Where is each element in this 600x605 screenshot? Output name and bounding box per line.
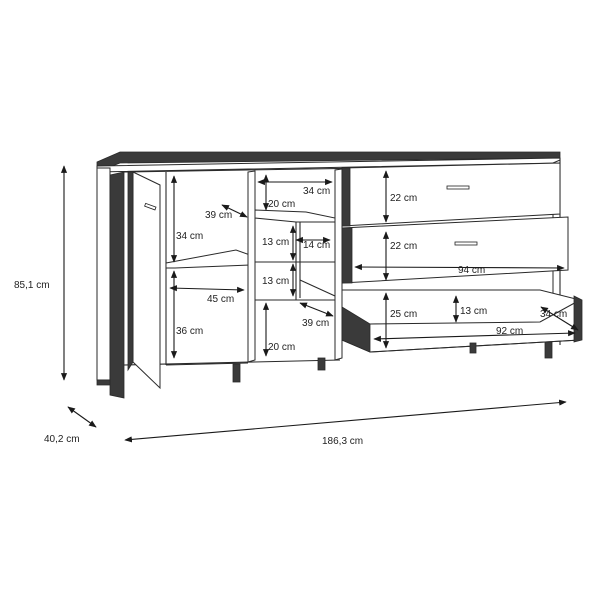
drawers bbox=[341, 162, 583, 354]
left-lower-height-label: 36 cm bbox=[176, 326, 203, 337]
middle-top-height-label: 20 cm bbox=[268, 199, 295, 210]
drawer1-height-label: 22 cm bbox=[390, 193, 417, 204]
left-side-panel bbox=[96, 167, 111, 381]
left-shelf bbox=[165, 249, 251, 269]
leg-3 bbox=[544, 339, 553, 359]
middle-divider bbox=[247, 170, 256, 363]
left-shelf-width-label: 45 cm bbox=[207, 294, 234, 305]
middle-cube-width-label: 14 cm bbox=[303, 240, 330, 251]
drawer2-height-label: 22 cm bbox=[390, 241, 417, 252]
middle-cube-lower-label: 13 cm bbox=[262, 276, 289, 287]
middle-bottom-depth-label: 39 cm bbox=[302, 318, 329, 329]
door-handle-icon bbox=[144, 202, 157, 211]
drawer3-depth-label: 34 cm bbox=[540, 309, 567, 320]
drawer-1 bbox=[341, 162, 561, 227]
open-door bbox=[127, 171, 161, 390]
middle-top-width-label: 34 cm bbox=[303, 186, 330, 197]
left-shelf-depth-label: 39 cm bbox=[205, 210, 232, 221]
drawer3-inner-width-label: 92 cm bbox=[496, 326, 523, 337]
dimension-labels: 85,1 cm 40,2 cm 186,3 cm 39 cm 34 cm 45 … bbox=[12, 186, 567, 447]
left-upper-height-label: 34 cm bbox=[176, 231, 203, 242]
drawer-2-handle-icon bbox=[454, 241, 478, 246]
middle-bottom-height-label: 20 cm bbox=[268, 342, 295, 353]
dimension-lines bbox=[60, 165, 579, 443]
middle-cube-upper-label: 13 cm bbox=[262, 237, 289, 248]
drawer3-front-height-label: 25 cm bbox=[390, 309, 417, 320]
drawer-width-label: 94 cm bbox=[458, 265, 485, 276]
leg-2 bbox=[317, 357, 326, 371]
drawer-1-handle-icon bbox=[446, 185, 470, 190]
width-arrow bbox=[124, 399, 567, 443]
drawer3-inner-height-label: 13 cm bbox=[460, 306, 487, 317]
overall-depth-label: 40,2 cm bbox=[44, 434, 80, 445]
overall-width-label: 186,3 cm bbox=[322, 436, 363, 447]
overall-height-label: 85,1 cm bbox=[14, 280, 50, 291]
drawer-3 bbox=[341, 289, 581, 353]
middle-cube bbox=[254, 209, 336, 223]
depth-arrow bbox=[67, 406, 97, 428]
drawer-2 bbox=[341, 216, 569, 284]
leg-1 bbox=[232, 363, 241, 383]
